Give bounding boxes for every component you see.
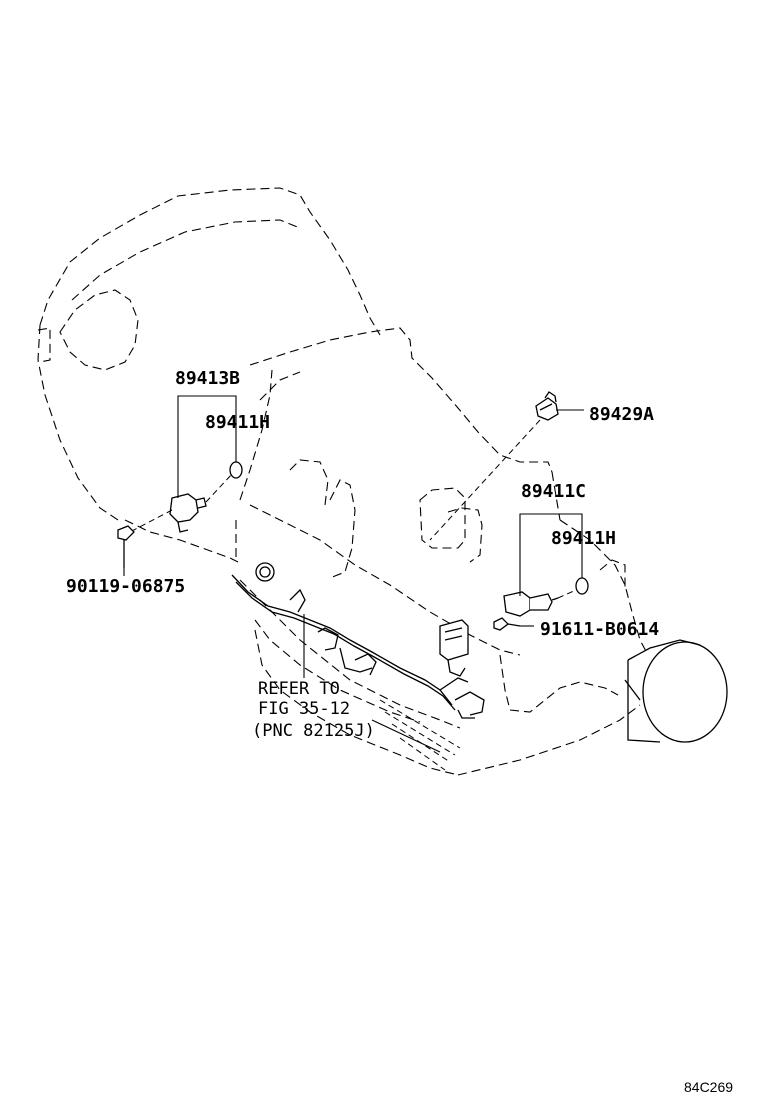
refer-note-line3: (PNC 82125J) (252, 721, 375, 741)
callout-89413b: 89413B (175, 368, 240, 389)
speed-sensor-left (129, 461, 243, 533)
bolt-91611 (493, 617, 521, 631)
callout-91611-b0614: 91611-B0614 (540, 619, 659, 640)
callout-89429a: 89429A (589, 404, 654, 425)
refer-note-line1: REFER TO (258, 679, 340, 699)
pressure-switch-89429a (429, 391, 559, 541)
refer-note-line2: FIG 35-12 (258, 699, 350, 719)
bolt-90119 (117, 525, 135, 568)
speed-sensor-right (503, 577, 589, 617)
leader-lines (123, 395, 584, 753)
wire-harness (231, 562, 485, 719)
callout-89411c: 89411C (521, 481, 586, 502)
drawing-code: 84C269 (684, 1079, 733, 1095)
callout-89411h-left: 89411H (205, 412, 270, 433)
callout-89411h-right: 89411H (551, 528, 616, 549)
callout-90119-06875: 90119-06875 (66, 576, 185, 597)
output-flange (624, 639, 728, 743)
